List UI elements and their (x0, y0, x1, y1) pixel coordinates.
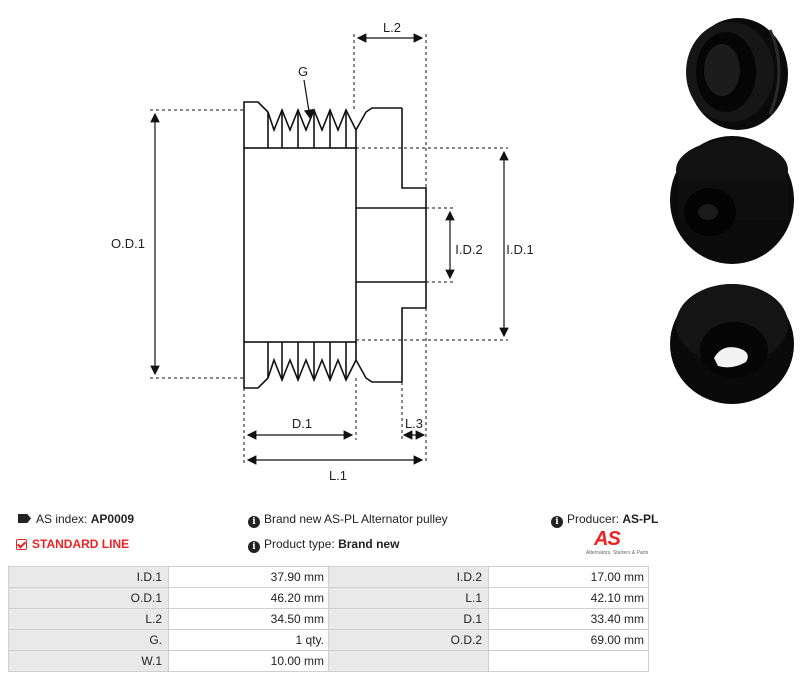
param-value: 1 qty. (168, 629, 329, 651)
label-od1: O.D.1 (111, 236, 145, 251)
param-label: W.1 (8, 650, 169, 672)
param-value: 37.90 mm (168, 566, 329, 588)
dimension-arrows (150, 33, 509, 465)
param-value: 17.00 mm (488, 566, 649, 588)
param-label: O.D.2 (328, 629, 489, 651)
param-label: I.D.1 (8, 566, 169, 588)
param-value: 10.00 mm (168, 650, 329, 672)
pulley-back-photo (670, 284, 794, 404)
label-id2: I.D.2 (455, 242, 482, 257)
checkbox-icon (16, 539, 27, 550)
param-label: G. (8, 629, 169, 651)
param-value: 46.20 mm (168, 587, 329, 609)
label-d1: D.1 (292, 416, 312, 431)
tag-icon (18, 514, 31, 523)
param-value: 69.00 mm (488, 629, 649, 651)
label-g: G (298, 64, 308, 79)
info-icon: i (551, 516, 563, 528)
as-index-value: AP0009 (90, 512, 135, 526)
param-label: D.1 (328, 608, 489, 630)
producer-value: AS-PL (622, 512, 659, 526)
info-icon: i (248, 541, 260, 553)
param-label: I.D.2 (328, 566, 489, 588)
label-id1: I.D.1 (506, 242, 533, 257)
param-value: 33.40 mm (488, 608, 649, 630)
param-value: 34.50 mm (168, 608, 329, 630)
as-index: AS index: AP0009 (18, 512, 134, 526)
param-label: L.2 (8, 608, 169, 630)
label-l1: L.1 (329, 468, 347, 483)
pulley-angle-photo (670, 136, 794, 264)
param-label: L.1 (328, 587, 489, 609)
param-label (328, 650, 489, 672)
pulley-outline (243, 101, 427, 389)
param-value: 42.10 mm (488, 587, 649, 609)
dimension-extension-lines (150, 34, 508, 464)
label-l3: L.3 (405, 416, 423, 431)
pulley-front-photo (686, 18, 788, 130)
product-type-value: Brand new (338, 537, 400, 551)
info-icon: i (248, 516, 260, 528)
as-pl-logo: AS Alternators, Starters & Parts (586, 528, 649, 556)
standard-line: STANDARD LINE (16, 537, 129, 551)
param-label: O.D.1 (8, 587, 169, 609)
param-value (488, 650, 649, 672)
pulley-technical-drawing: G L.2 O.D.1 I.D.2 I.D.1 D.1 L.3 L.1 (111, 20, 534, 483)
label-l2: L.2 (383, 20, 401, 35)
